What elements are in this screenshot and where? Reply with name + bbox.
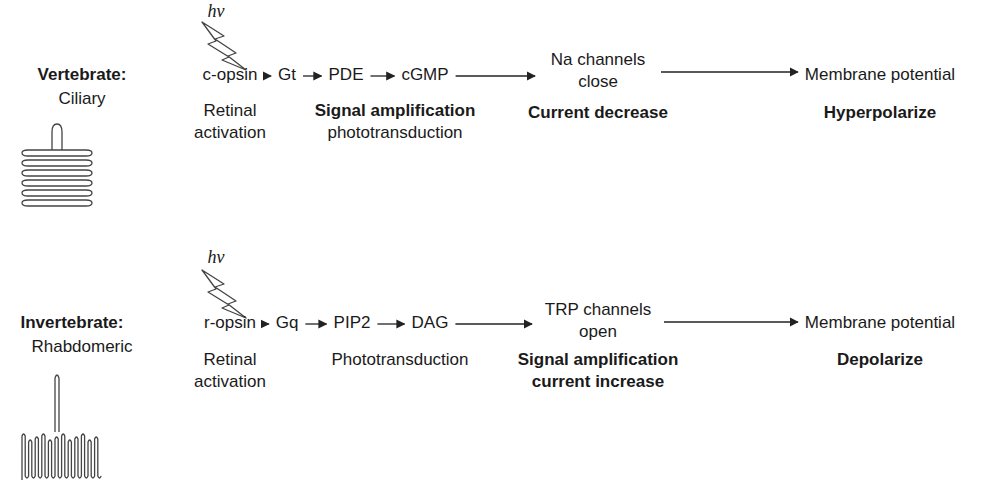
annotation: Current decrease [528, 102, 668, 124]
pathway-step: Membrane potential [803, 311, 957, 335]
pathway-step: PIP2 [332, 311, 373, 335]
pathway-arrow [305, 323, 326, 324]
stalk [55, 375, 59, 432]
pathway-step: PDE [327, 63, 366, 87]
photon-symbol: hν [208, 246, 225, 268]
membrane-disk [22, 150, 92, 156]
step-text: Na channels close [551, 50, 646, 91]
annotation: Ciliary [58, 88, 105, 110]
rhabdomeric-cell-icon [22, 375, 101, 480]
pathway-arrow [263, 323, 269, 324]
step-text: PDE [329, 65, 364, 84]
pathway-arrow [264, 75, 271, 76]
membrane-disk [22, 180, 92, 186]
annotation: Vertebrate: [38, 64, 127, 86]
annotation: Hyperpolarize [824, 102, 936, 124]
step-text: Gt [278, 65, 296, 84]
pathway-arrow [370, 75, 394, 76]
pathway-step: c-opsin [201, 63, 260, 87]
annotation: Depolarize [837, 349, 923, 371]
pathway-step: Membrane potential [803, 63, 957, 87]
membrane-disk [22, 170, 92, 176]
photon-symbol: hν [208, 0, 225, 22]
step-text: c-opsin [203, 65, 258, 84]
annotation: Retinal activation [185, 349, 275, 393]
pathway-step: r-opsin [202, 311, 258, 335]
ciliary-cell-icon [22, 124, 92, 206]
pathway-step: Gt [276, 63, 298, 87]
annotation: Signal amplification current increase [509, 349, 687, 393]
light-bolt [202, 22, 246, 70]
pathway-arrow [664, 321, 798, 322]
pathway-arrow [456, 75, 535, 76]
step-text: DAG [412, 313, 449, 332]
pathway-step: Na channels close [540, 48, 656, 94]
pathway-step: DAG [410, 311, 451, 335]
annotation: Invertebrate: [21, 312, 124, 334]
step-text: Gq [276, 313, 299, 332]
step-text: Membrane potential [805, 313, 955, 332]
step-text: TRP channels open [545, 300, 651, 341]
membrane-disk [22, 190, 92, 196]
pathway-step: Gq [274, 311, 301, 335]
annotation: Retinal activation [185, 100, 275, 144]
step-text: PIP2 [334, 313, 371, 332]
annotation: Signal amplification [315, 100, 476, 122]
pathway-arrow [303, 75, 322, 76]
microvilli [22, 434, 101, 480]
cilium [52, 124, 62, 150]
pathway-step: cGMP [399, 63, 450, 87]
pathway-arrow [455, 323, 532, 324]
light-bolt [202, 270, 246, 318]
step-text: Membrane potential [805, 65, 955, 84]
pathway-step: TRP channels open [537, 298, 659, 344]
step-text: cGMP [401, 65, 448, 84]
membrane-disk [22, 160, 92, 166]
step-text: r-opsin [204, 313, 256, 332]
membrane-disk [22, 200, 92, 206]
annotation: Rhabdomeric [31, 336, 132, 358]
annotation: Phototransduction [331, 349, 468, 371]
pathway-arrow [377, 323, 404, 324]
pathway-arrow [661, 71, 798, 72]
annotation: phototransduction [327, 122, 462, 144]
